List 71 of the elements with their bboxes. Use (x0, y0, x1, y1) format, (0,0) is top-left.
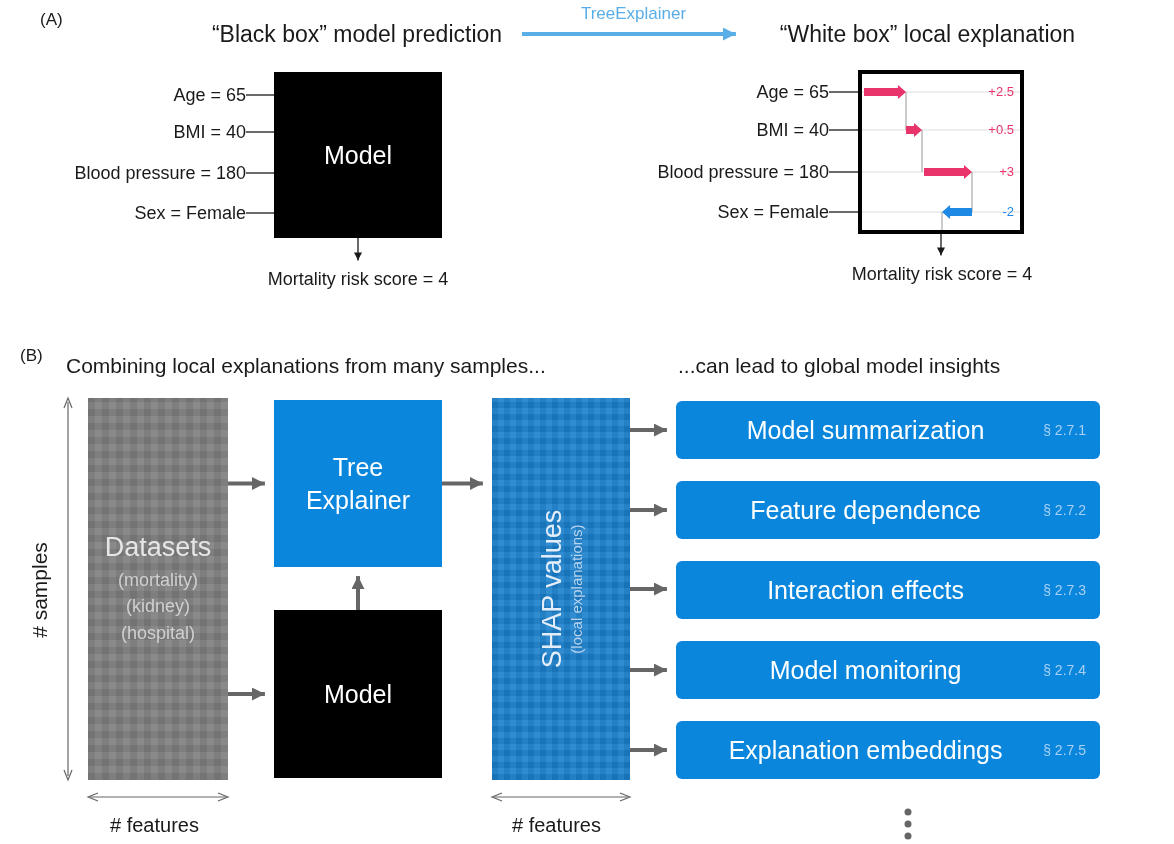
heading-text: “Black box” model prediction (192, 17, 522, 51)
dataset-title: Datasets (104, 532, 212, 564)
model-box (274, 610, 442, 778)
connector-line (828, 211, 859, 213)
value-label: +2.5 (988, 84, 1014, 100)
connector-line (245, 94, 275, 96)
connector-line (828, 129, 859, 131)
insight-label: Feature dependence (749, 495, 982, 525)
connector-line (828, 91, 859, 93)
arrow (442, 477, 483, 490)
insight-box (676, 481, 1100, 539)
shap-values-block (492, 398, 630, 780)
insight-box (676, 641, 1100, 699)
arrow (228, 477, 265, 490)
text-label: # features (110, 814, 199, 837)
box-label: Model (323, 678, 393, 710)
arrow (228, 687, 265, 701)
output-label: Mortality risk score = 4 (826, 261, 1058, 287)
arrow (630, 663, 667, 677)
feature-label: Sex = Female (600, 198, 829, 226)
value-label: -2 (1002, 204, 1014, 220)
text-label: ...can lead to global model insights (678, 354, 1001, 378)
section-number: § 2.7.5 (1043, 742, 1086, 758)
insight-box (676, 561, 1100, 619)
box-label: Tree Explainer (304, 452, 412, 516)
arrow (630, 503, 667, 517)
insight-label: Explanation embeddings (727, 735, 1004, 765)
arrow (351, 576, 365, 610)
section-number: § 2.7.2 (1043, 502, 1086, 518)
heading-text: “White box” local explanation (745, 17, 1110, 51)
output-label: Mortality risk score = 4 (243, 266, 473, 292)
connector-line (828, 171, 859, 173)
arrow (630, 423, 667, 437)
section-number: § 2.7.1 (1043, 422, 1086, 438)
feature-label: BMI = 40 (600, 116, 829, 144)
edge-label: TreeExplainer (580, 4, 687, 24)
box-label: Model (323, 139, 393, 171)
feature-label: BMI = 40 (20, 118, 246, 146)
connector-line (245, 212, 275, 214)
connector-line (245, 172, 275, 174)
feature-label: Age = 65 (600, 78, 829, 106)
text-label: # features (512, 814, 601, 837)
feature-label: Blood pressure = 180 (20, 159, 246, 187)
model-box (274, 72, 442, 238)
text-label: Combining local explanations from many samples... (66, 354, 546, 378)
arrow (630, 743, 667, 757)
arrow (937, 233, 945, 257)
insight-label: Model monitoring (768, 655, 963, 685)
dataset-block (88, 398, 228, 780)
text-label: (B) (20, 346, 43, 366)
shap-title: SHAP values (537, 509, 568, 669)
explainer-box (274, 400, 442, 567)
connector-line (245, 131, 275, 133)
section-number: § 2.7.3 (1043, 582, 1086, 598)
feature-label: Sex = Female (20, 199, 246, 227)
feature-label: Blood pressure = 180 (600, 158, 829, 186)
arrow (630, 582, 667, 596)
text-label: (A) (40, 10, 63, 30)
insight-label: Model summarization (745, 415, 986, 445)
axis-label: # samples (28, 542, 52, 638)
insight-box (676, 401, 1100, 459)
insight-label: Interaction effects (766, 575, 965, 605)
insight-box (676, 721, 1100, 779)
shap-subtitle: (local explanations) (568, 524, 585, 654)
value-label: +0.5 (988, 122, 1014, 138)
section-number: § 2.7.4 (1043, 662, 1086, 678)
dataset-list: (mortality) (kidney) (hospital) (108, 567, 208, 646)
arrow (354, 237, 362, 262)
arrow (522, 27, 736, 41)
value-label: +3 (999, 164, 1014, 180)
feature-label: Age = 65 (20, 81, 246, 109)
